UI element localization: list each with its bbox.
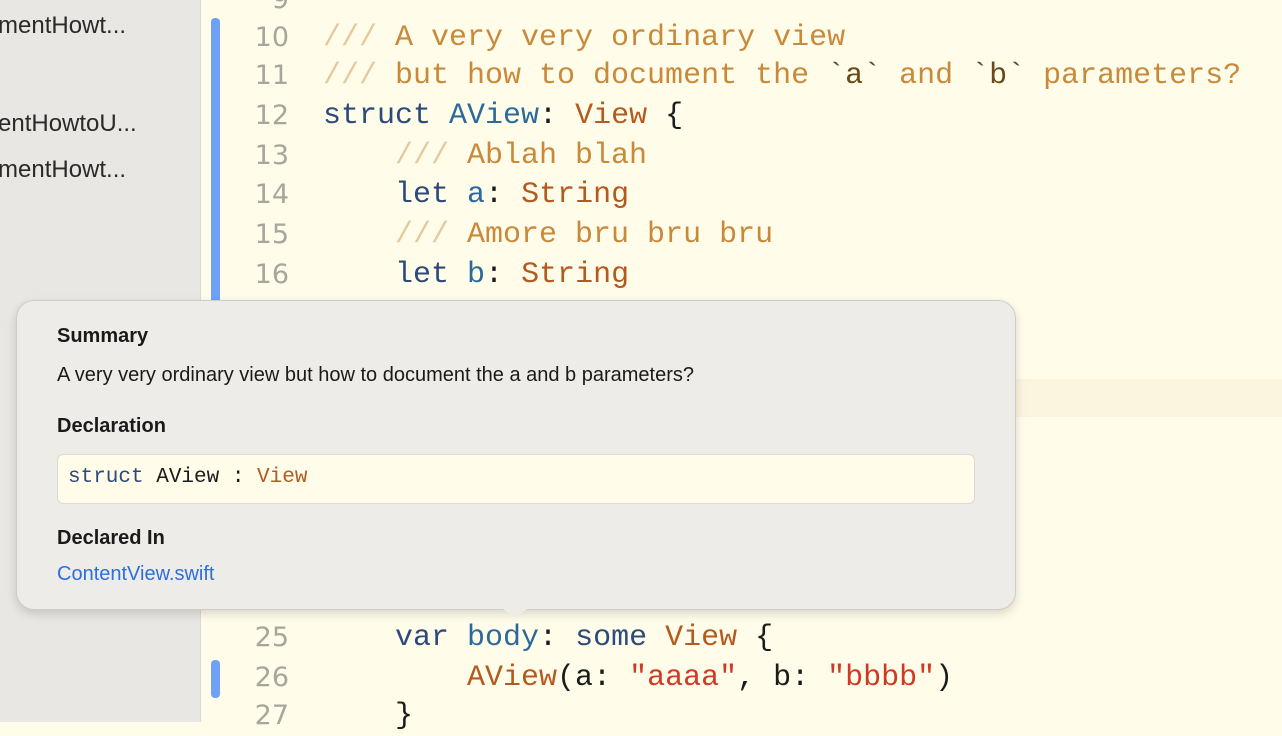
code-token: /// — [395, 218, 468, 252]
line-number: 13 — [254, 140, 289, 171]
code-token: struct — [323, 99, 450, 133]
line-number: 14 — [254, 179, 289, 210]
code-token: /// — [323, 21, 396, 55]
line-number: 11 — [254, 60, 289, 91]
line-number: 27 — [254, 700, 289, 731]
declaration-heading: Declaration — [57, 415, 166, 437]
declaration-type: View — [257, 466, 308, 489]
code-token: } — [323, 699, 414, 733]
code-text: /// A very very ordinary view — [323, 20, 845, 56]
code-text: let b: String — [323, 257, 629, 293]
code-token: Ablah blah — [467, 139, 648, 173]
code-token: View — [665, 621, 738, 655]
code-token — [323, 139, 395, 173]
sidebar-item[interactable]: mentHowt... — [0, 156, 127, 183]
code-token: some — [575, 621, 666, 655]
summary-text: A very very ordinary view but how to doc… — [57, 364, 695, 386]
line-number: 10 — [254, 22, 289, 53]
code-text: } — [323, 698, 413, 734]
line-number: 12 — [254, 100, 289, 131]
code-token — [323, 621, 395, 655]
code-text: struct AView: View { — [323, 98, 683, 134]
code-text: var body: some View { — [323, 620, 773, 656]
code-token: var — [395, 621, 468, 655]
code-token: and — [881, 59, 972, 93]
code-token: A very very ordinary view — [395, 21, 846, 55]
code-token: /// — [323, 59, 396, 93]
code-token: "bbbb" — [827, 661, 936, 695]
code-token: : — [485, 178, 522, 212]
declaration-code: struct AView : View — [57, 454, 975, 504]
line-number: 25 — [254, 622, 289, 653]
code-text: /// Ablah blah — [323, 138, 647, 174]
code-token: let — [395, 178, 468, 212]
code-token: a — [467, 178, 486, 212]
code-token: { — [737, 621, 774, 655]
line-number: 15 — [254, 219, 289, 250]
code-token: : — [539, 99, 576, 133]
code-token: Amore bru bru bru — [467, 218, 774, 252]
line-number: 16 — [254, 259, 289, 290]
change-indicator[interactable] — [211, 18, 220, 308]
quick-help-popover: Summary A very very ordinary view but ho… — [16, 300, 1016, 610]
code-token: : — [485, 258, 522, 292]
code-token: parameters? — [1025, 59, 1242, 93]
code-token: but how to document the — [395, 59, 828, 93]
code-token — [323, 661, 467, 695]
line-number: 26 — [254, 662, 289, 693]
code-token: AView — [449, 99, 540, 133]
sidebar-item[interactable]: entHowtoU... — [0, 110, 137, 137]
code-token: /// — [395, 139, 468, 173]
code-token: : — [539, 621, 576, 655]
code-token — [323, 218, 395, 252]
code-token: b — [467, 258, 486, 292]
code-text: let a: String — [323, 177, 629, 213]
line-number: 9 — [221, 0, 289, 16]
code-token: body — [467, 621, 540, 655]
code-text: AView(a: "aaaa", b: "bbbb") — [323, 660, 953, 696]
code-token: "aaaa" — [629, 661, 738, 695]
code-token — [323, 178, 395, 212]
change-indicator[interactable] — [211, 660, 220, 698]
sidebar-item[interactable]: mentHowt... — [0, 12, 127, 39]
code-token: String — [521, 178, 630, 212]
declared-in-heading: Declared In — [57, 527, 165, 549]
code-token: { — [647, 99, 684, 133]
code-token: AView — [467, 661, 558, 695]
code-token: View — [575, 99, 648, 133]
code-text: /// Amore bru bru bru — [323, 217, 773, 253]
code-token: ) — [935, 661, 954, 695]
code-text: /// but how to document the `a` and `b` … — [323, 58, 1241, 94]
popover-arrow — [503, 609, 527, 618]
code-token: let — [395, 258, 468, 292]
code-token — [323, 258, 395, 292]
code-token: `b` — [971, 59, 1026, 93]
declared-in-file-link[interactable]: ContentView.swift — [57, 563, 215, 585]
code-token: , b: — [737, 661, 828, 695]
summary-heading: Summary — [57, 325, 149, 347]
code-token: (a: — [557, 661, 630, 695]
declaration-name: AView : — [143, 466, 258, 489]
declaration-keyword: struct — [68, 466, 144, 489]
code-token: String — [521, 258, 630, 292]
code-token: `a` — [827, 59, 882, 93]
